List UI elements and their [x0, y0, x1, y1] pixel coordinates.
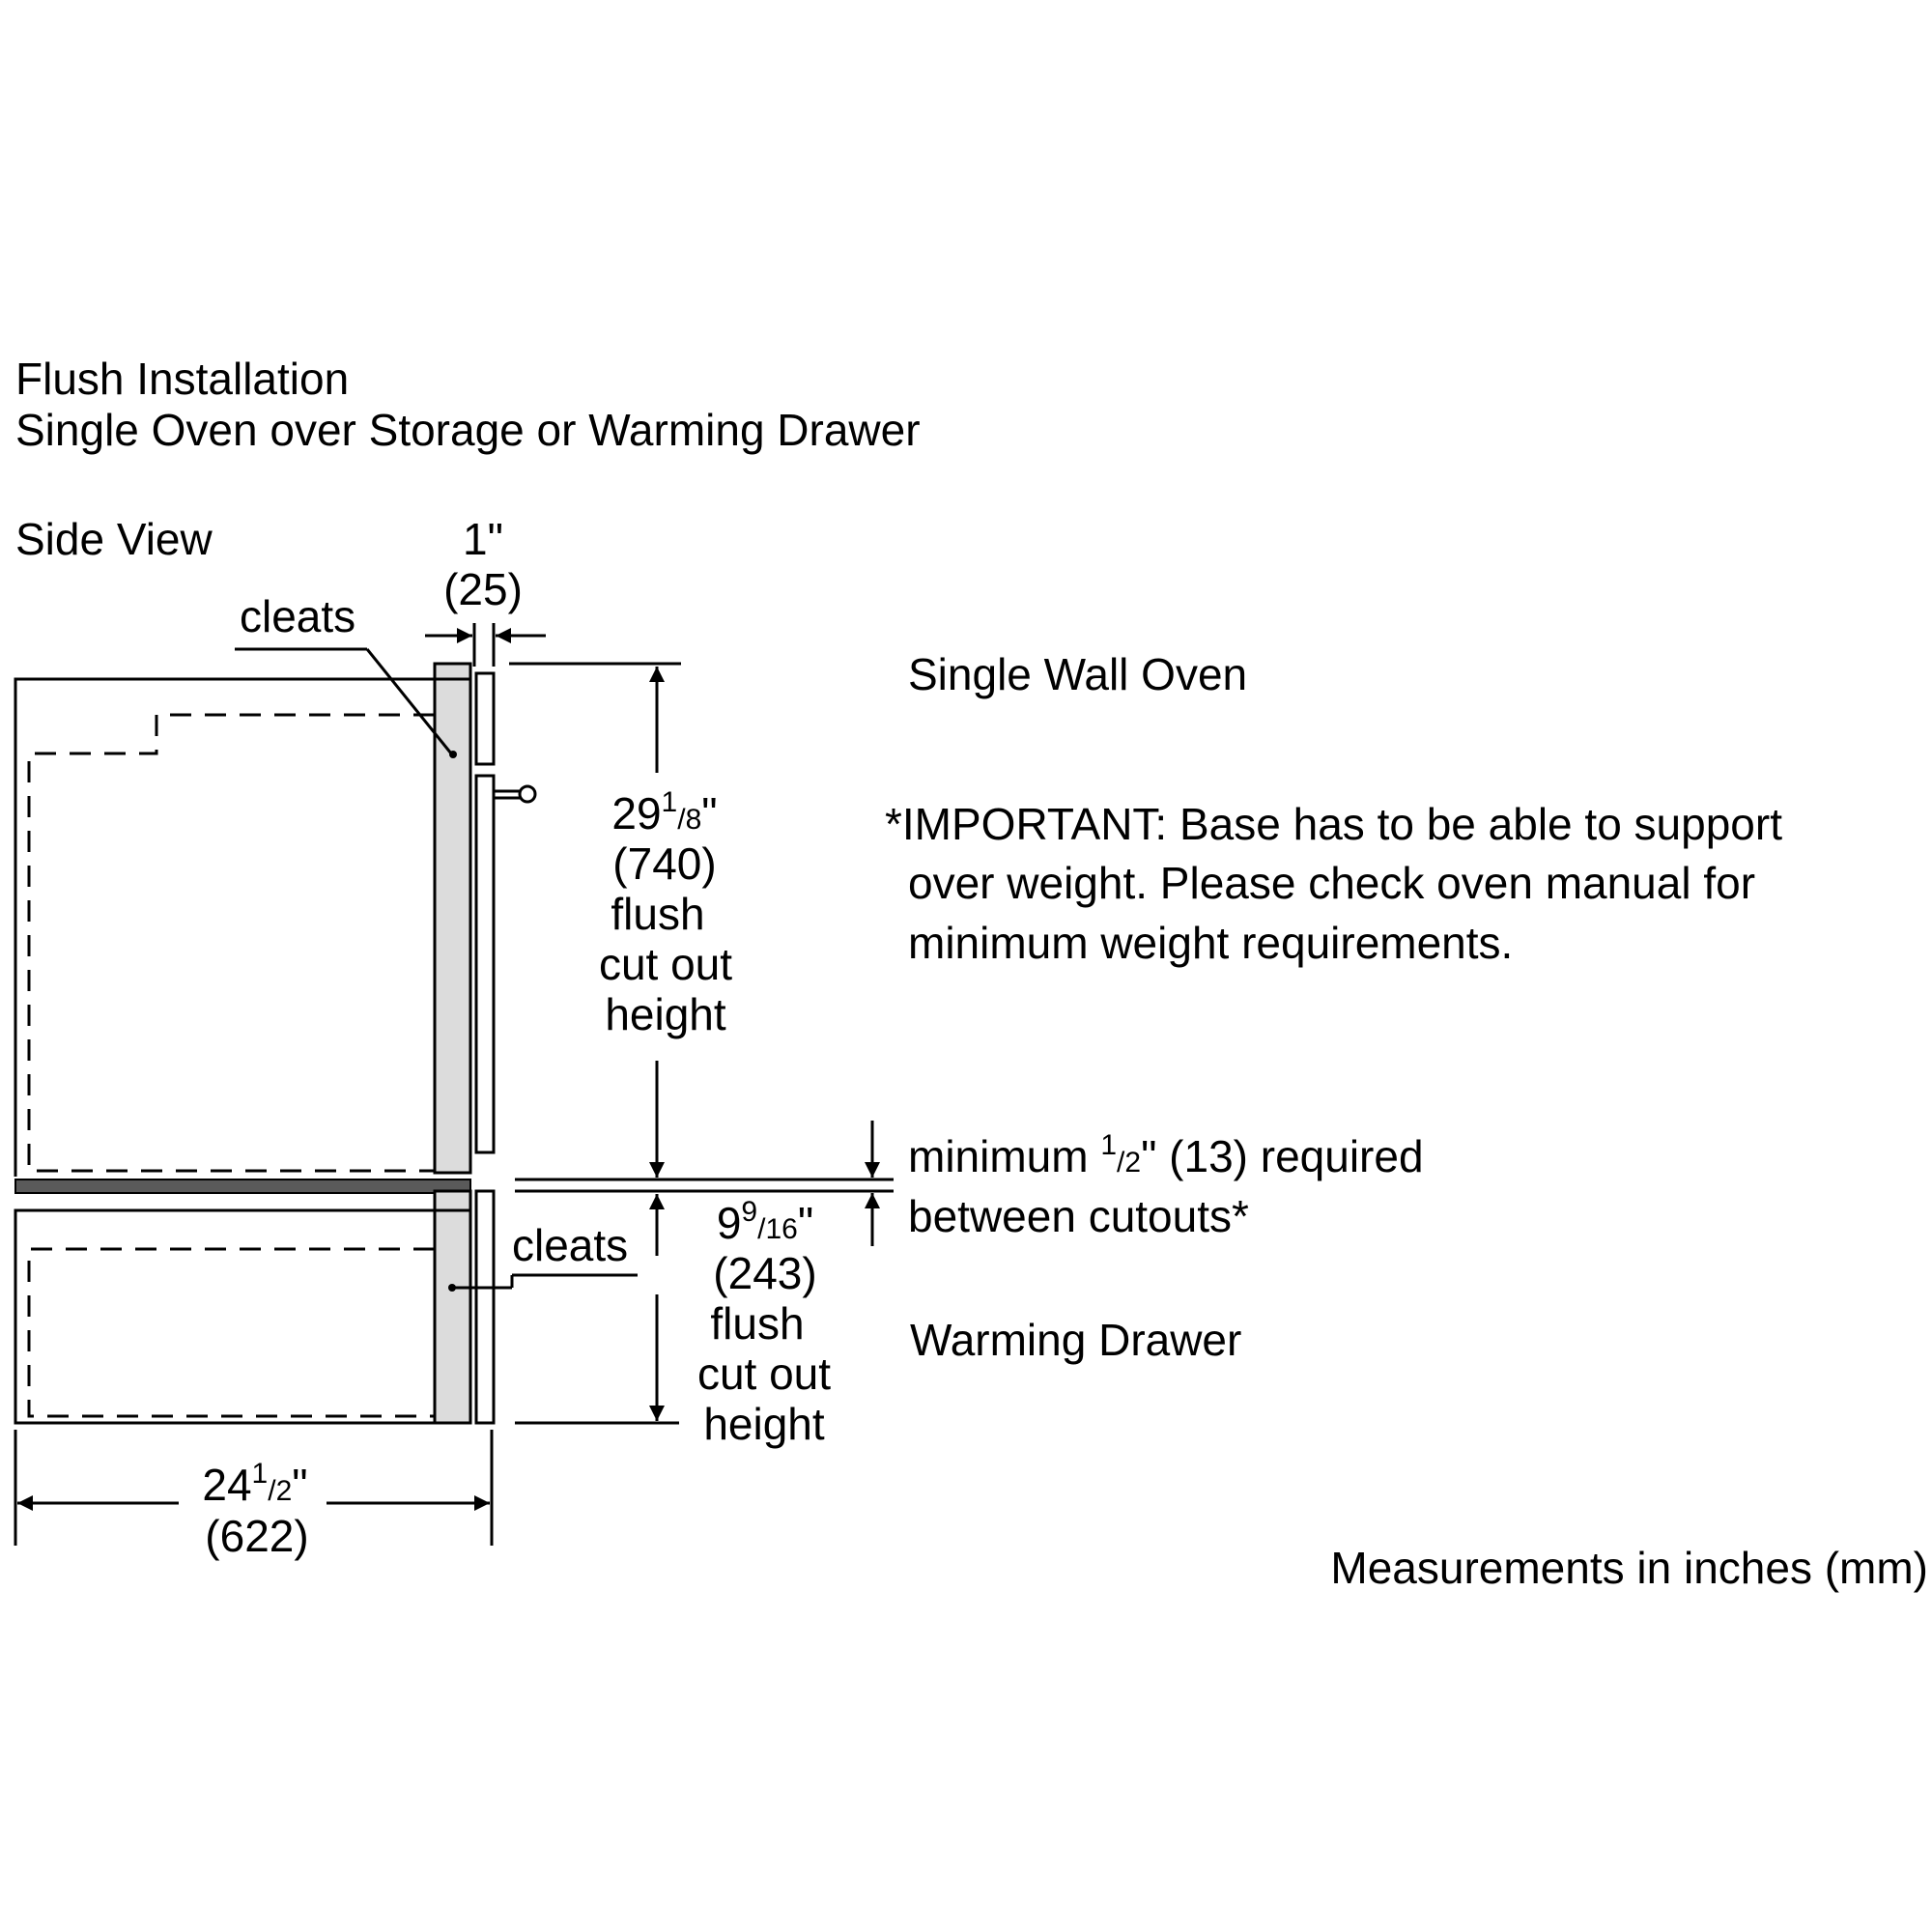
important-note-line-1: *IMPORTANT: Base has to be able to suppo…: [885, 799, 1782, 849]
drawer-dim-inches: 99/16": [717, 1196, 813, 1248]
cleats-point-bottom: [448, 1284, 456, 1292]
drawer-label: Warming Drawer: [910, 1315, 1241, 1365]
footer-note: Measurements in inches (mm): [1330, 1543, 1928, 1593]
gap-dim-mm: (25): [443, 564, 523, 614]
important-note-line-3: minimum weight requirements.: [908, 918, 1513, 968]
cleats-label-bottom: cleats: [512, 1220, 628, 1270]
oven-cabinet-outline: [14, 677, 435, 1177]
oven-dim-line-3: flush: [611, 889, 704, 939]
title-line-2: Single Oven over Storage or Warming Draw…: [15, 405, 921, 455]
oven-dim-inches: 291/8": [611, 786, 717, 838]
min-gap-note-line-2: between cutouts*: [908, 1191, 1249, 1241]
drawer-front: [474, 1189, 496, 1425]
oven-label: Single Wall Oven: [908, 649, 1247, 699]
width-dim-inches: 241/2": [202, 1458, 307, 1510]
cleats-label-top: cleats: [240, 591, 355, 641]
oven-dashed-outline: [27, 713, 435, 1173]
title-line-1: Flush Installation: [15, 354, 349, 404]
drawer-dim-line-4: cut out: [697, 1349, 831, 1399]
drawer-dim-line-3: flush: [710, 1298, 804, 1349]
width-dim-mm: (622): [205, 1511, 308, 1561]
oven-door-upper: [474, 671, 496, 766]
oven-dim-line-5: height: [605, 989, 726, 1039]
min-gap-note-line-1: minimum 1/2" (13) required: [908, 1129, 1424, 1181]
drawer-dim-mm: (243): [713, 1248, 816, 1298]
drawer-cleat-panel: [433, 1189, 472, 1425]
base-band: [14, 1179, 471, 1194]
drawer-cabinet-outline: [14, 1208, 435, 1425]
view-label: Side View: [15, 514, 213, 564]
oven-dim-mm: (740): [612, 838, 716, 889]
important-note-line-2: over weight. Please check oven manual fo…: [908, 858, 1755, 908]
drawer-dim-line-5: height: [703, 1399, 825, 1449]
oven-handle-knob-icon: [518, 784, 537, 804]
drawer-dashed-outline: [27, 1247, 435, 1418]
gap-dim-inches: 1": [463, 514, 503, 564]
cleats-point-top: [449, 751, 457, 758]
cleats-leader-top: [365, 648, 453, 754]
oven-cleat-panel: [433, 662, 472, 1175]
oven-dim-line-4: cut out: [599, 939, 732, 989]
oven-door-lower: [474, 774, 496, 1154]
